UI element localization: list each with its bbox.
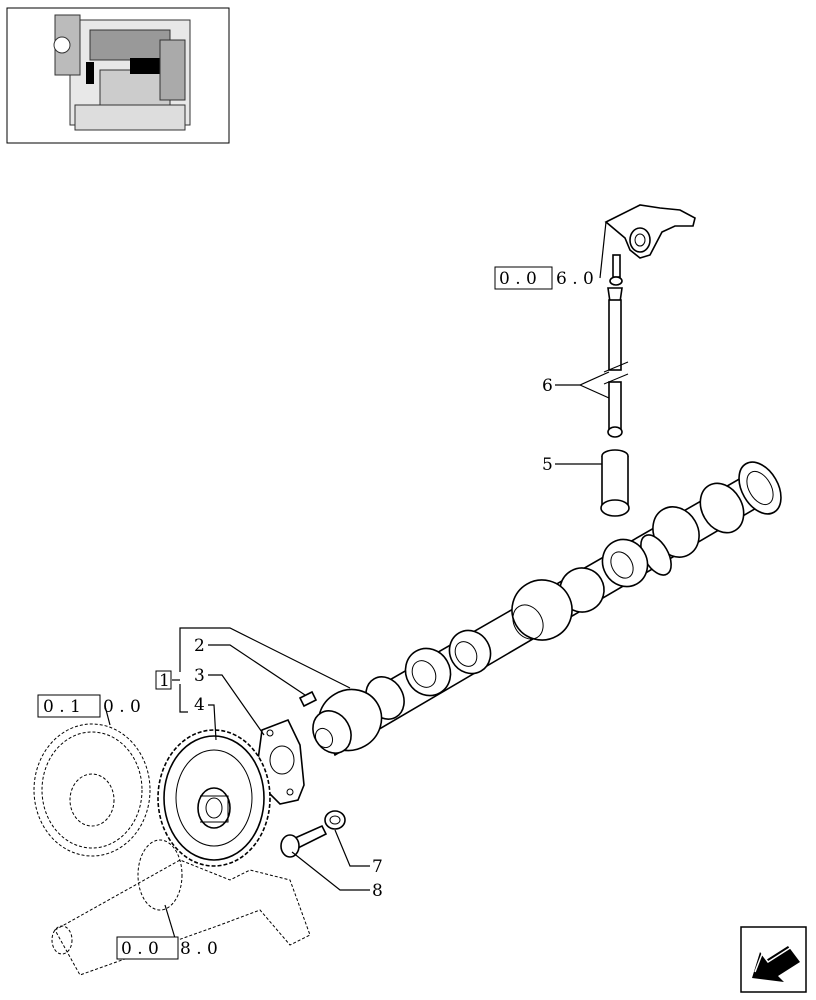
camshaft	[312, 461, 782, 757]
svg-text:3: 3	[194, 666, 205, 686]
callout-5[interactable]: 5	[542, 455, 553, 475]
tappet	[600, 449, 630, 517]
arrow-back-icon	[752, 946, 800, 982]
callout-6[interactable]: 6	[542, 376, 553, 396]
reference-link-0060[interactable]: 0 . 0 6 . 0	[494, 266, 594, 290]
callout-7[interactable]: 7	[372, 857, 383, 877]
svg-text:0 . 0: 0 . 0	[103, 697, 141, 717]
back-nav-button[interactable]	[740, 926, 807, 993]
svg-text:7: 7	[372, 857, 383, 877]
callout-4[interactable]: 4	[194, 695, 205, 715]
svg-text:0 . 0: 0 . 0	[121, 939, 159, 959]
engine-icon	[53, 14, 191, 131]
adjusting-screw	[609, 254, 623, 286]
svg-text:0 . 0: 0 . 0	[499, 269, 537, 289]
camshaft-gear	[157, 729, 271, 867]
callout-1[interactable]: 1	[155, 670, 172, 691]
washer	[324, 810, 346, 830]
svg-text:5: 5	[542, 455, 553, 475]
svg-text:0 . 1: 0 . 1	[43, 697, 81, 717]
callout-3[interactable]: 3	[194, 666, 205, 686]
svg-text:1: 1	[159, 671, 170, 691]
svg-text:4: 4	[194, 695, 205, 715]
svg-text:8: 8	[372, 881, 383, 901]
svg-text:2: 2	[194, 636, 205, 656]
crankshaft-dashed	[51, 839, 311, 976]
engine-thumbnail[interactable]	[6, 7, 230, 144]
push-rod	[603, 287, 629, 438]
idler-gear-dashed	[33, 723, 151, 857]
svg-text:8 . 0: 8 . 0	[180, 939, 218, 959]
bolt	[280, 824, 328, 858]
woodruff-key	[298, 690, 318, 708]
reference-link-0080[interactable]: 0 . 0 8 . 0	[116, 936, 218, 960]
svg-text:6: 6	[542, 376, 553, 396]
leader-lines	[104, 221, 610, 949]
rocker-arm	[604, 204, 696, 259]
callout-2[interactable]: 2	[194, 636, 205, 656]
callout-8[interactable]: 8	[372, 881, 383, 901]
reference-link-0100[interactable]: 0 . 1 0 . 0	[37, 694, 141, 718]
svg-text:6 . 0: 6 . 0	[556, 269, 594, 289]
